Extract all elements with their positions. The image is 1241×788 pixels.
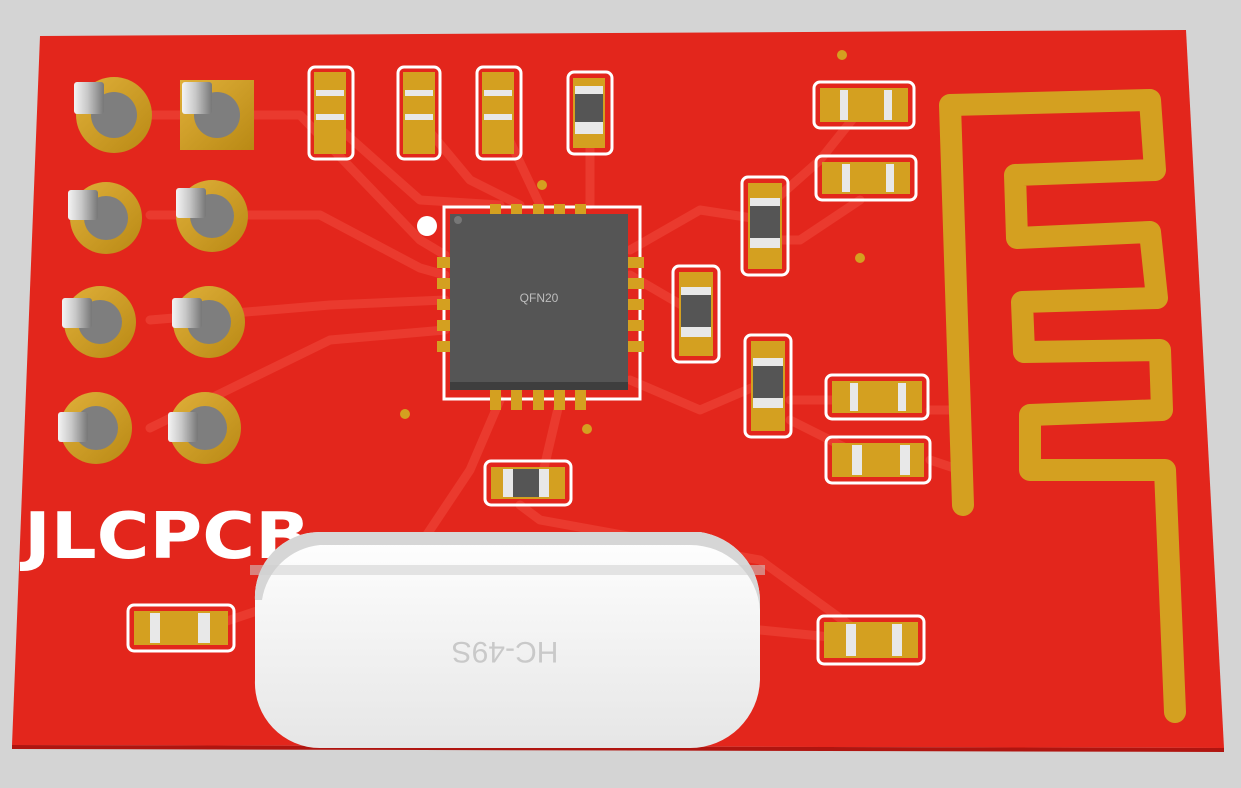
hc49s-crystal: HC-49S — [250, 531, 765, 749]
smd-horizontal-right — [126, 80, 932, 666]
qfn20-body — [450, 214, 628, 390]
header-pin-1 — [74, 82, 104, 114]
crystal-label: HC-49S — [452, 635, 559, 668]
header-pin-8 — [168, 412, 198, 442]
vias — [400, 50, 865, 434]
qfn20-ic: QFN20 — [417, 204, 644, 410]
header-pin-5 — [62, 298, 92, 328]
ic-label: QFN20 — [520, 291, 559, 305]
meander-antenna — [939, 89, 1186, 723]
smd-vertical-top-row — [307, 65, 614, 161]
smd-vertical-middle — [671, 175, 793, 439]
jlcpcb-logo: JLCPCB — [19, 500, 310, 574]
header-pin-6 — [172, 298, 202, 328]
header-pin-4 — [176, 188, 206, 218]
header-pin-3 — [68, 190, 98, 220]
pin1-marker-dot — [417, 216, 437, 236]
pin-header — [58, 77, 254, 464]
logo-text: JLCPCB — [19, 500, 310, 574]
header-pin-2 — [182, 82, 212, 114]
header-pin-7 — [58, 412, 88, 442]
